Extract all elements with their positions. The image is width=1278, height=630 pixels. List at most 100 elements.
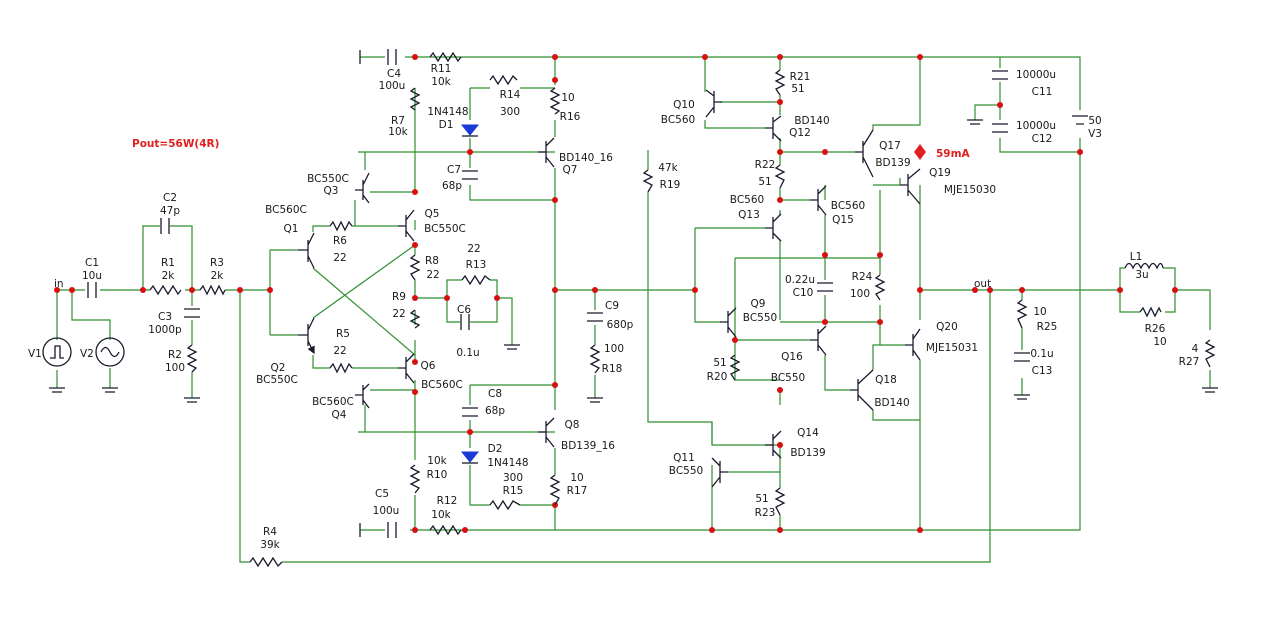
c5-symbol bbox=[387, 522, 397, 538]
q2-symbol bbox=[298, 317, 314, 353]
r7-ref-label: R7 bbox=[391, 115, 405, 127]
l1-value-label: 3u bbox=[1135, 269, 1148, 281]
q16-ref-label: Q16 bbox=[781, 351, 803, 363]
q19-value-label: MJE15030 bbox=[944, 184, 996, 196]
c1-ref-label: C1 bbox=[85, 257, 99, 269]
r13-value-label: 22 bbox=[467, 243, 480, 255]
d2-symbol bbox=[460, 451, 480, 463]
r24-value-label: 100 bbox=[850, 288, 870, 300]
q13-value-label: BC560 bbox=[730, 194, 764, 206]
r5-symbol bbox=[329, 362, 353, 374]
c5-value-label: 100u bbox=[373, 505, 400, 517]
c9-symbol bbox=[587, 312, 603, 322]
c8-value-label: 68p bbox=[485, 405, 505, 417]
q12-ref-label: Q12 bbox=[789, 127, 811, 139]
r26-value-label: 10 bbox=[1153, 336, 1166, 348]
q8-value-label: BD139_16 bbox=[561, 440, 615, 452]
r10-ref-label: R10 bbox=[427, 469, 448, 481]
r11-value-label: 10k bbox=[431, 76, 451, 88]
r25-value-label: 10 bbox=[1033, 306, 1046, 318]
r20-symbol bbox=[729, 354, 741, 381]
c11-value-label: 10000u bbox=[1016, 69, 1056, 81]
resistors bbox=[149, 51, 1216, 568]
q1-symbol bbox=[298, 232, 315, 269]
c4-symbol bbox=[387, 49, 397, 65]
r10-value-label: 10k bbox=[427, 455, 447, 467]
c7-value-label: 68p bbox=[442, 180, 462, 192]
q12-symbol bbox=[765, 115, 782, 142]
q5-value-label: BC550C bbox=[424, 223, 466, 235]
q20-ref-label: Q20 bbox=[936, 321, 958, 333]
q17-symbol bbox=[855, 129, 874, 178]
q4-symbol bbox=[355, 383, 370, 409]
r12-value-label: 10k bbox=[431, 509, 451, 521]
c12-value-label: 10000u bbox=[1016, 120, 1056, 132]
d1-symbol bbox=[460, 124, 480, 136]
c12-ref-label: C12 bbox=[1032, 133, 1053, 145]
r27-symbol bbox=[1204, 339, 1216, 368]
r1-ref-label: R1 bbox=[161, 257, 175, 269]
q3-value-label: BC550C bbox=[307, 173, 349, 185]
r22-value-label: 51 bbox=[758, 176, 771, 188]
q11-value-label: BC550 bbox=[669, 465, 703, 477]
r9-symbol bbox=[409, 309, 421, 329]
c13-symbol bbox=[1014, 352, 1030, 362]
r19-value-label: 47k bbox=[658, 162, 678, 174]
c4-value-label: 100u bbox=[379, 80, 406, 92]
v2-ref-label: V2 bbox=[80, 348, 94, 360]
r15-value-label: 300 bbox=[503, 472, 523, 484]
r11-ref-label: R11 bbox=[431, 63, 452, 75]
r12-ref-label: R12 bbox=[437, 495, 458, 507]
capacitors bbox=[87, 49, 1088, 538]
c11-ref-label: C11 bbox=[1032, 86, 1053, 98]
c6-symbol bbox=[460, 314, 470, 330]
bias-current-annotation: 59mA bbox=[936, 148, 971, 160]
r24-ref-label: R24 bbox=[852, 271, 873, 283]
r22-symbol bbox=[774, 164, 786, 189]
r2-symbol bbox=[186, 344, 198, 373]
q5-symbol bbox=[398, 209, 415, 242]
c5-ref-label: C5 bbox=[375, 488, 389, 500]
c8-ref-label: C8 bbox=[488, 388, 502, 400]
grounds bbox=[49, 50, 1218, 537]
r25-ref-label: R25 bbox=[1037, 321, 1058, 333]
c7-symbol bbox=[462, 170, 478, 180]
q18-ref-label: Q18 bbox=[875, 374, 897, 386]
r3-symbol bbox=[199, 284, 226, 296]
q6-value-label: BC560C bbox=[421, 379, 463, 391]
c9-ref-label: C9 bbox=[605, 300, 619, 312]
v3-ref-label: V3 bbox=[1088, 128, 1102, 140]
c11-symbol bbox=[992, 70, 1008, 80]
d1-ref-label: D1 bbox=[439, 119, 454, 131]
l1-symbol bbox=[1124, 262, 1164, 270]
c2-ref-label: C2 bbox=[163, 192, 177, 204]
q2-value-label: BC550C bbox=[256, 374, 298, 386]
c3-symbol bbox=[184, 308, 200, 318]
q5-ref-label: Q5 bbox=[425, 208, 440, 220]
d2-value-label: 1N4148 bbox=[487, 457, 528, 469]
r14-ref-label: R14 bbox=[500, 89, 521, 101]
r19-symbol bbox=[642, 169, 654, 193]
r16-value-label: 10 bbox=[561, 92, 574, 104]
d2-ref-label: D2 bbox=[488, 443, 503, 455]
r8-value-label: 22 bbox=[426, 269, 439, 281]
q17-value-label: BD139 bbox=[875, 157, 910, 169]
r17-ref-label: R17 bbox=[567, 485, 588, 497]
q20-symbol bbox=[905, 328, 921, 361]
r22-ref-label: R22 bbox=[755, 159, 776, 171]
q18-symbol bbox=[850, 369, 874, 411]
c6-value-label: 0.1u bbox=[456, 347, 479, 359]
r3-ref-label: R3 bbox=[210, 257, 224, 269]
r9-ref-label: R9 bbox=[392, 291, 406, 303]
q6-ref-label: Q6 bbox=[421, 360, 436, 372]
q14-ref-label: Q14 bbox=[797, 427, 819, 439]
q1-ref-label: Q1 bbox=[284, 223, 299, 235]
v2-sine-source bbox=[95, 337, 125, 367]
q10-symbol bbox=[705, 89, 722, 118]
c8-symbol bbox=[462, 407, 478, 417]
r17-value-label: 10 bbox=[570, 472, 583, 484]
q10-ref-label: Q10 bbox=[673, 99, 695, 111]
r8-symbol bbox=[409, 254, 421, 281]
q18-value-label: BD140 bbox=[874, 397, 909, 409]
